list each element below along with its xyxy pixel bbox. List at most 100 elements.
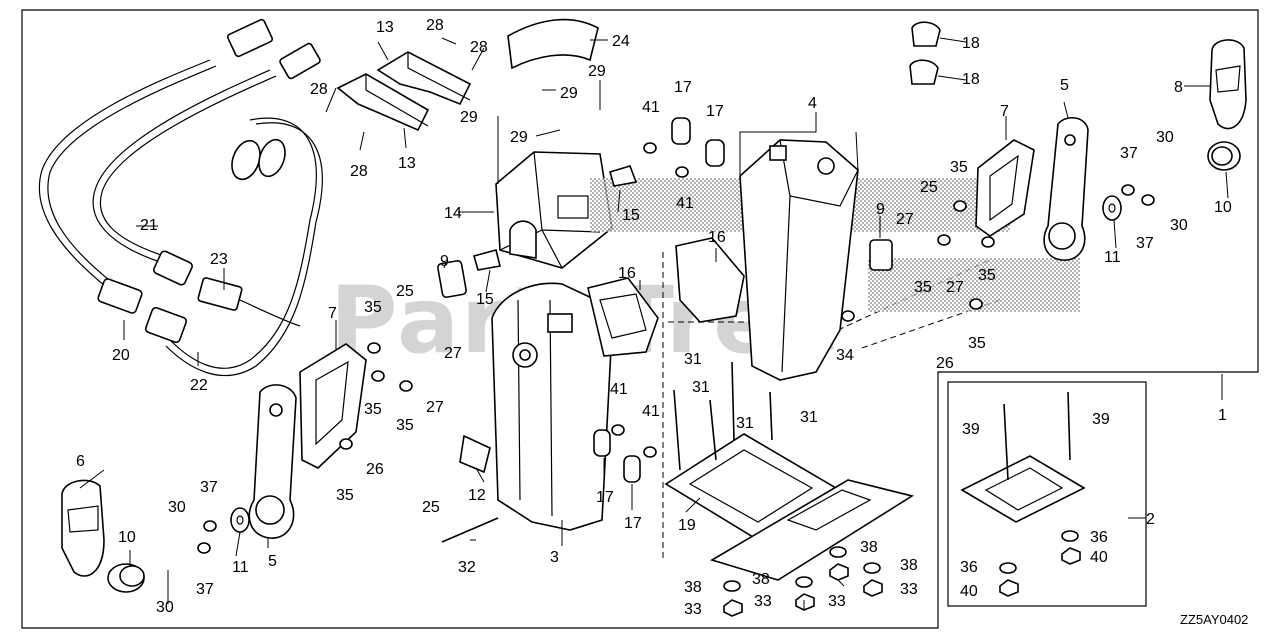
callout-26-b: 26: [936, 355, 954, 372]
callout-27-c: 27: [896, 211, 914, 228]
callout-27-b: 27: [426, 399, 444, 416]
callout-30-d: 30: [156, 599, 174, 616]
callout-18-upper: 18: [962, 35, 980, 52]
callout-41-c: 41: [610, 381, 628, 398]
callout-13-lower: 13: [398, 155, 416, 172]
callout-40-b: 40: [960, 583, 978, 600]
callout-37-a: 37: [1120, 145, 1138, 162]
callout-37-c: 37: [200, 479, 218, 496]
stopper-12: [459, 434, 491, 474]
gasket-2: [960, 455, 1086, 523]
callout-26-a: 26: [366, 461, 384, 478]
callout-32: 32: [458, 559, 476, 576]
callout-6: 6: [76, 453, 85, 470]
callout-28-d: 28: [350, 163, 368, 180]
callout-35-c: 35: [396, 417, 414, 434]
clip-15-upper: [609, 165, 638, 187]
callout-21: 21: [140, 217, 158, 234]
callout-25-a: 25: [396, 283, 414, 300]
clip-18-upper: [911, 21, 941, 47]
callout-29-a: 29: [588, 63, 606, 80]
callout-31-d: 31: [800, 409, 818, 426]
callout-4: 4: [808, 95, 817, 112]
callout-29-c: 29: [460, 109, 478, 126]
bracket-13-upper: [376, 51, 472, 106]
callout-23: 23: [210, 251, 228, 268]
callout-16-upper: 16: [708, 229, 726, 246]
callout-38-c: 38: [860, 539, 878, 556]
clip-18-lower: [909, 59, 939, 85]
callout-30-c: 30: [168, 499, 186, 516]
main-assembly-frame: [21, 9, 1259, 629]
callout-40-a: 40: [1090, 549, 1108, 566]
clamp-17-d: [623, 455, 641, 483]
handle-7-right: [975, 139, 1035, 237]
leader-lines: [79, 37, 1229, 610]
callout-33-d: 33: [900, 581, 918, 598]
callout-30-a: 30: [1156, 129, 1174, 146]
callout-35-h: 35: [968, 335, 986, 352]
control-box-3: [491, 282, 613, 531]
callout-11-right: 11: [1104, 249, 1121, 266]
gasket-16-upper: [675, 237, 745, 323]
callout-35-g: 35: [914, 279, 932, 296]
callout-33-c: 33: [828, 593, 846, 610]
callout-15-upper: 15: [622, 207, 640, 224]
callout-15-lower: 15: [476, 291, 494, 308]
damper-9-left: [437, 260, 467, 298]
mounting-plate: [710, 479, 915, 581]
bracket-13-lower: [336, 73, 430, 132]
callout-33-b: 33: [754, 593, 772, 610]
grommet-10-right: [1207, 141, 1241, 171]
callout-22: 22: [190, 377, 208, 394]
clamp-17-b: [705, 139, 725, 167]
callout-17-c: 17: [596, 489, 614, 506]
callout-41-d: 41: [642, 403, 660, 420]
callout-10-left: 10: [118, 529, 136, 546]
callout-17-b: 17: [706, 103, 724, 120]
callout-1: 1: [1218, 407, 1227, 424]
grip-8: [1209, 39, 1247, 130]
wire-harness-21: [38, 18, 321, 291]
clip-15-lower: [473, 249, 501, 271]
nuts-washers: [197, 142, 1155, 617]
callout-2: 2: [1146, 511, 1155, 528]
cover-plate-24: [507, 18, 599, 70]
callout-10-right: 10: [1214, 199, 1232, 216]
callout-37-b: 37: [1136, 235, 1154, 252]
callout-30-b: 30: [1170, 217, 1188, 234]
control-box-4: [590, 139, 1080, 381]
callout-24: 24: [612, 33, 630, 50]
washer-11-left: [230, 507, 250, 533]
callout-28-b: 28: [470, 39, 488, 56]
callout-35-e: 35: [950, 159, 968, 176]
callout-38-b: 38: [752, 571, 770, 588]
callout-20: 20: [112, 347, 130, 364]
callout-31-b: 31: [692, 379, 710, 396]
callout-29-d: 29: [510, 129, 528, 146]
alignment-guides: [662, 252, 1001, 560]
grommet-10-left: [107, 563, 145, 593]
callout-41-b: 41: [676, 195, 694, 212]
wire-harness-22: [144, 117, 323, 377]
callout-36-b: 36: [960, 559, 978, 576]
damper-9-right: [869, 239, 893, 271]
callout-5-right: 5: [1060, 77, 1069, 94]
callout-34: 34: [836, 347, 854, 364]
clamp-17-a: [671, 117, 691, 145]
callout-7-right: 7: [1000, 103, 1009, 120]
subassembly-2-frame: [947, 381, 1147, 607]
callout-33-a: 33: [684, 601, 702, 618]
callout-18-lower: 18: [962, 71, 980, 88]
callout-19: 19: [678, 517, 696, 534]
washer-11-right: [1102, 195, 1122, 221]
callout-7-left: 7: [328, 305, 337, 322]
callout-39-b: 39: [1092, 411, 1110, 428]
callout-28-c: 28: [310, 81, 328, 98]
callout-35-b: 35: [364, 401, 382, 418]
callout-16-lower: 16: [618, 265, 636, 282]
callout-13-upper: 13: [376, 19, 394, 36]
callout-17-d: 17: [624, 515, 642, 532]
callout-35-f: 35: [978, 267, 996, 284]
